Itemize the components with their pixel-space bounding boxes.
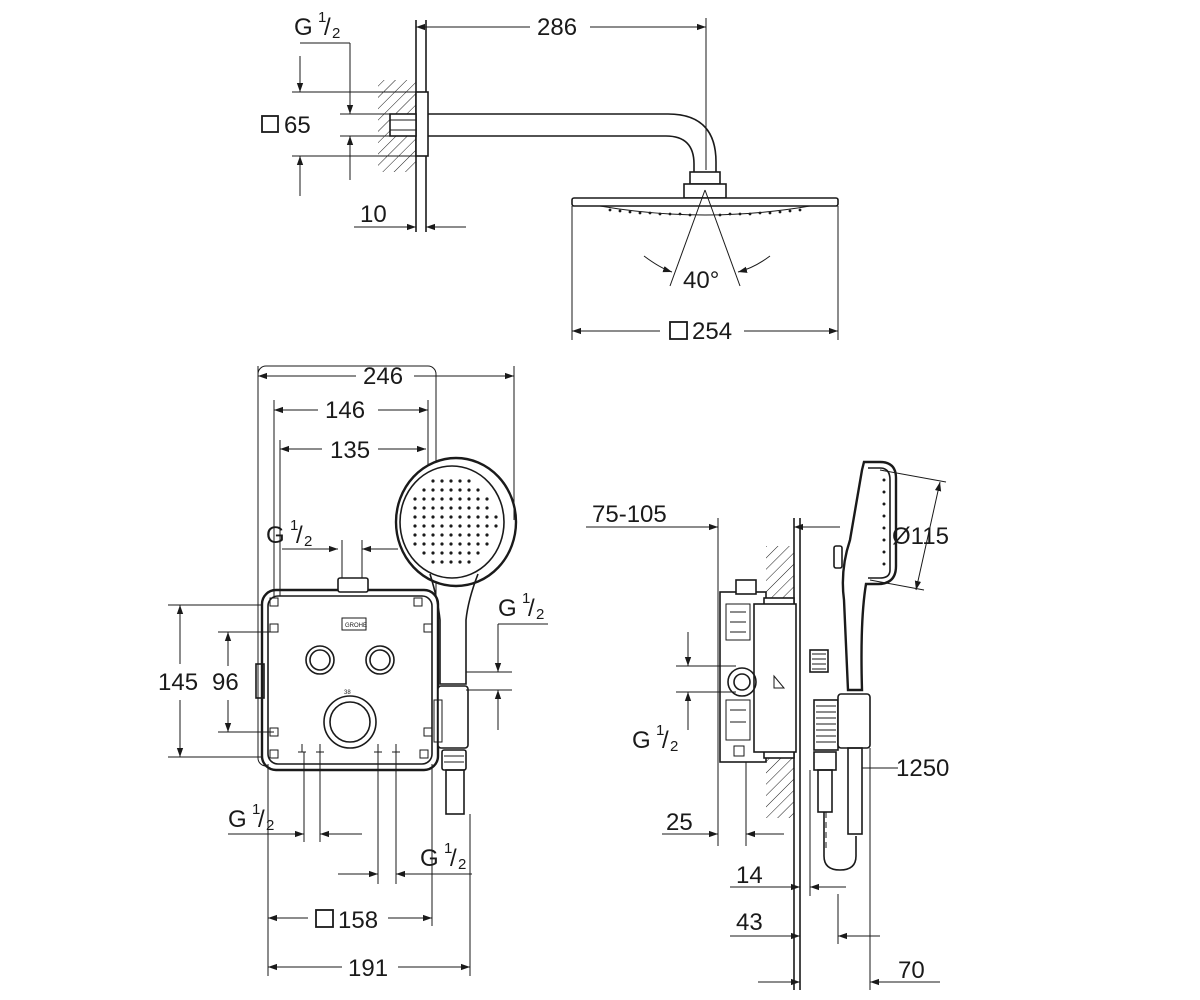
hose-connector (441, 749, 467, 771)
svg-text:38: 38 (344, 690, 351, 696)
svg-text:1: 1 (290, 517, 298, 534)
svg-text:G: G (266, 522, 285, 549)
dim-135: 135 (330, 437, 370, 464)
svg-text:2: 2 (266, 817, 274, 834)
svg-text:2: 2 (536, 606, 544, 623)
svg-text:2: 2 (458, 856, 466, 873)
svg-text:/: / (450, 845, 457, 872)
svg-text:1: 1 (444, 840, 452, 857)
side-knurl-top (809, 649, 829, 673)
head-shower-view: 40° 286 G 1 / 2 65 10 (261, 9, 839, 345)
dim-191: 191 (348, 955, 388, 982)
side-hand-shower (841, 460, 898, 692)
svg-text:/: / (528, 595, 535, 622)
svg-text:G: G (294, 14, 313, 41)
svg-text:G: G (498, 595, 517, 622)
svg-text:G: G (228, 806, 247, 833)
dim-43: 43 (736, 909, 763, 936)
side-hose (823, 812, 857, 871)
flange-thread-label: G 1 / 2 (294, 9, 340, 42)
dim-75-105: 75-105 (592, 501, 667, 528)
inlet-right-thread-label: G 1 / 2 (420, 840, 466, 873)
dim-145: 145 (158, 669, 198, 696)
svg-text:2: 2 (670, 738, 678, 755)
dim-25: 25 (666, 809, 693, 836)
square-symbol-254 (669, 321, 688, 340)
mount-screws (269, 597, 433, 759)
thermostat-front-view: GROHE 38 (158, 363, 548, 982)
spray-angle-label: 40° (683, 267, 719, 294)
brand-logo (341, 617, 367, 631)
svg-text:/: / (324, 14, 331, 41)
side-inlet-valve (727, 667, 757, 697)
hand-shower-nozzles (413, 479, 498, 564)
svg-text:1: 1 (318, 9, 326, 26)
svg-text:2: 2 (332, 25, 340, 42)
outlet-thread-label: G 1 / 2 (266, 517, 312, 550)
dim-70: 70 (898, 957, 925, 984)
thermostat-side-view: 75-105 Ø115 G 1 / 2 1250 25 14 (586, 460, 949, 990)
shower-holder (437, 685, 469, 749)
hose-thread-label: G 1 / 2 (498, 590, 544, 623)
dim-246: 246 (363, 363, 403, 390)
hand-shower (394, 456, 518, 685)
head-shower-plate (571, 197, 839, 207)
inlet-left-thread-label: G 1 / 2 (228, 801, 274, 834)
square-symbol-65 (261, 115, 279, 133)
flow-button-left (305, 645, 335, 675)
dim-158: 158 (338, 907, 378, 934)
svg-text:1: 1 (252, 801, 260, 818)
side-nozzles (882, 478, 886, 566)
square-symbol-158 (315, 909, 334, 928)
flange-connector (389, 113, 417, 137)
head-nozzles (608, 208, 802, 217)
dim-146: 146 (325, 397, 365, 424)
flange (415, 91, 429, 157)
svg-text:1: 1 (656, 722, 664, 739)
svg-text:1: 1 (522, 590, 530, 607)
dim-10: 10 (360, 201, 387, 228)
thermostat-body (260, 588, 440, 772)
svg-text:G: G (420, 845, 439, 872)
dim-65: 65 (284, 112, 311, 139)
dim-254: 254 (692, 318, 732, 345)
dim-96: 96 (212, 669, 239, 696)
svg-text:/: / (258, 806, 265, 833)
brand-mark: GROHE (345, 623, 367, 629)
dim-286: 286 (537, 14, 577, 41)
side-thread-label: G 1 / 2 (632, 722, 678, 755)
dim-diameter-115: Ø115 (892, 523, 949, 550)
swivel-joint (689, 171, 721, 185)
svg-text:2: 2 (304, 533, 312, 550)
temperature-knob (323, 695, 377, 749)
flow-button-right (365, 645, 395, 675)
svg-text:/: / (296, 522, 303, 549)
side-holder (837, 693, 871, 749)
shower-arm (428, 113, 717, 176)
svg-text:/: / (662, 727, 669, 754)
top-outlet-connector (337, 577, 369, 593)
dim-14: 14 (736, 862, 763, 889)
svg-text:G: G (632, 727, 651, 754)
dim-1250: 1250 (896, 755, 949, 782)
